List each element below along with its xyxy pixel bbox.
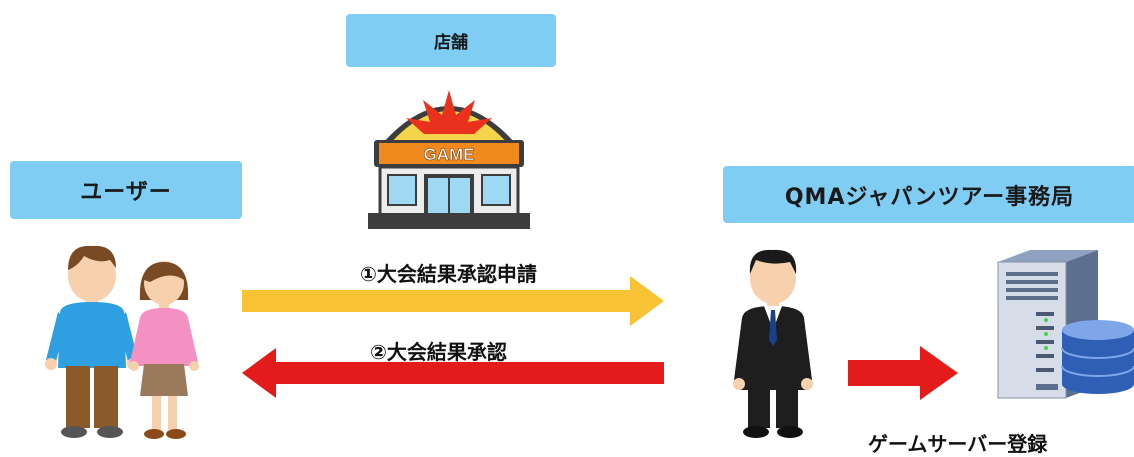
staff-person-icon (733, 249, 813, 438)
store-label: 店舗 (434, 33, 468, 53)
girl-user-icon (129, 261, 199, 439)
server-register-label: ゲームサーバー登録 (868, 432, 1048, 456)
approval-label: ②大会結果承認 (370, 340, 507, 364)
register-arrow-right (848, 346, 958, 400)
boy-user-icon (45, 245, 139, 438)
request-label: ①大会結果承認申請 (360, 262, 537, 286)
approval-arrow-left (242, 348, 664, 398)
store-sign-text: GAME (424, 145, 475, 164)
user-label: ユーザー (80, 180, 172, 205)
office-label: QMAジャパンツアー事務局 (784, 184, 1075, 210)
store-building-icon: GAME (368, 90, 530, 229)
store-label-box: 店舗 (346, 14, 556, 67)
office-label-box: QMAジャパンツアー事務局 (723, 166, 1134, 223)
server-database-icon (997, 250, 1134, 399)
user-label-box: ユーザー (10, 161, 242, 219)
request-arrow-right (242, 276, 664, 326)
